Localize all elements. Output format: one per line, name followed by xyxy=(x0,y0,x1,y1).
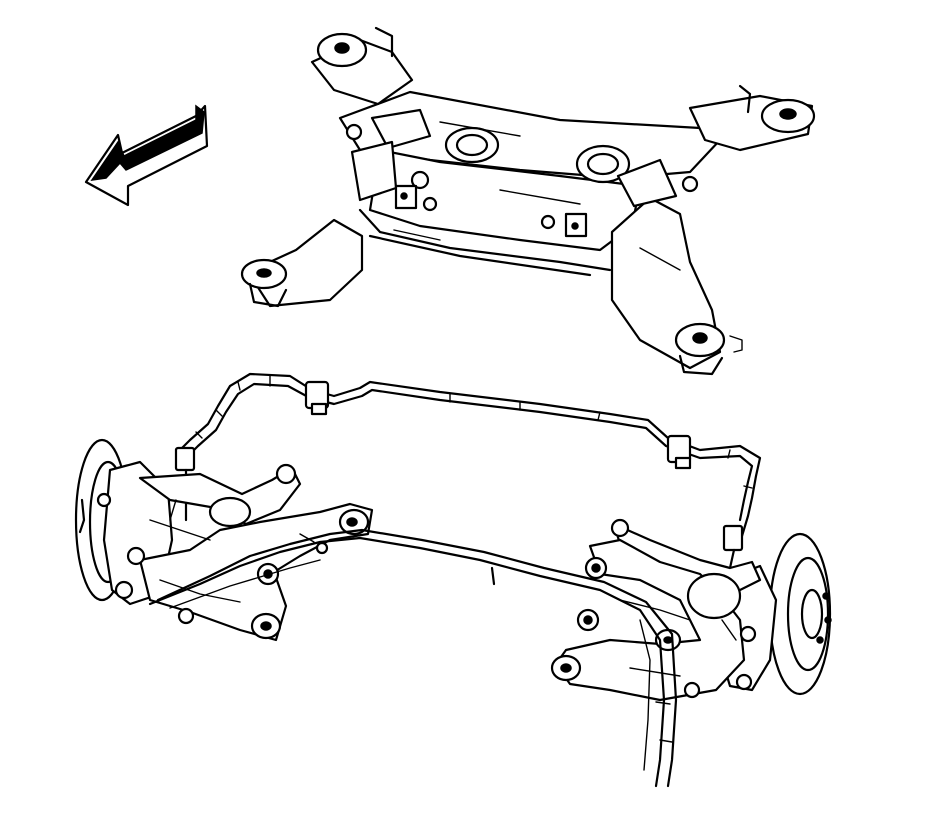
left-suspension-assembly xyxy=(74,438,374,642)
direction-arrow-icon xyxy=(84,104,209,207)
right-suspension-assembly xyxy=(550,518,832,702)
rear-subframe xyxy=(240,26,816,376)
brake-cables xyxy=(148,528,678,788)
